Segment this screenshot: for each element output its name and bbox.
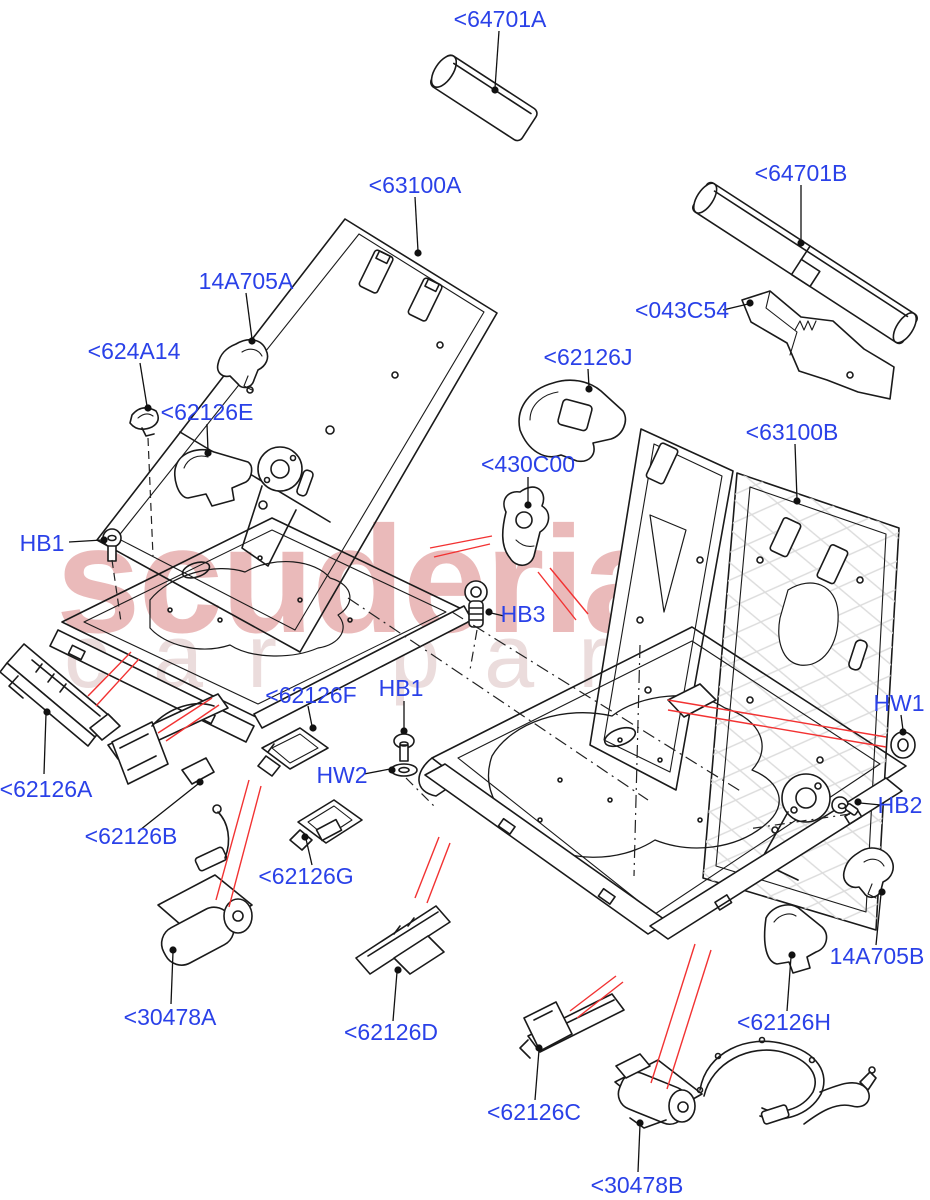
red-locator-lines <box>87 535 887 1090</box>
leader-lines <box>43 30 907 1173</box>
part-label-HB2[interactable]: HB2 <box>877 792 923 818</box>
right-base-rail-left <box>424 763 669 935</box>
part-label-14A705B[interactable]: 14A705B <box>829 943 925 969</box>
part-label-62126C[interactable]: <62126C <box>487 1099 581 1125</box>
part-label-63100B[interactable]: <63100B <box>745 419 839 445</box>
part-label-62126D[interactable]: <62126D <box>344 1019 438 1045</box>
part-62126f-bracket <box>257 727 329 777</box>
watermark-primary: scuderia <box>56 495 667 665</box>
part-label-62126H[interactable]: <62126H <box>737 1009 831 1035</box>
part-14a705a-clamp <box>216 338 269 391</box>
part-label-HB3[interactable]: HB3 <box>500 601 546 627</box>
part-label-HB1-left[interactable]: HB1 <box>19 530 65 556</box>
part-label-62126B[interactable]: <62126B <box>84 823 178 849</box>
part-62126h-cover <box>763 904 828 974</box>
part-hb3-bolt <box>464 580 488 628</box>
part-043c54-bracket <box>741 290 895 400</box>
part-label-62126A[interactable]: <62126A <box>0 776 93 802</box>
part-label-30478B[interactable]: <30478B <box>590 1172 684 1198</box>
part-label-624A14[interactable]: <624A14 <box>87 338 181 364</box>
part-label-62126E[interactable]: <62126E <box>160 399 254 425</box>
part-label-63100A[interactable]: <63100A <box>368 172 462 198</box>
part-hb2-bolt <box>831 796 859 816</box>
part-62126g-bracket <box>289 799 363 851</box>
part-62126j-cover <box>518 379 627 463</box>
part-label-HW1[interactable]: HW1 <box>873 690 925 716</box>
part-624a14-clip <box>129 407 160 437</box>
part-30478a-motor <box>157 804 253 966</box>
part-label-64701A[interactable]: <64701A <box>453 6 547 32</box>
part-64701a-tube <box>430 54 538 142</box>
part-label-043C54[interactable]: <043C54 <box>635 297 729 323</box>
part-label-14A705A[interactable]: 14A705A <box>198 268 294 294</box>
part-30478b-cable-harness <box>696 1036 877 1125</box>
part-label-430C00[interactable]: <430C00 <box>481 451 575 477</box>
part-hw2-washer <box>390 763 418 777</box>
part-63100a-backframe <box>96 218 498 653</box>
part-62126e-cover <box>173 448 253 507</box>
part-label-HW2[interactable]: HW2 <box>316 762 368 788</box>
left-base-rail-right <box>253 605 473 729</box>
part-430c00-latch <box>501 486 550 567</box>
part-hb1-screw-left <box>102 528 122 562</box>
part-64701b-tube <box>692 181 918 345</box>
part-62126d-rail <box>355 905 451 975</box>
part-62126c-rail <box>519 993 625 1059</box>
part-right-base-frame <box>418 626 907 940</box>
part-62126a-rail <box>0 643 121 747</box>
part-14a705b-clamp <box>842 847 894 899</box>
assembly-axis-lines <box>111 437 851 877</box>
part-label-30478A[interactable]: <30478A <box>123 1004 217 1030</box>
right-base-rail-right <box>649 777 903 940</box>
part-hw1-washer <box>890 731 916 759</box>
part-label-62126F[interactable]: <62126F <box>265 682 357 708</box>
part-label-62126J[interactable]: <62126J <box>543 344 633 370</box>
part-30478b-motor <box>614 1053 703 1129</box>
part-label-62126G[interactable]: <62126G <box>258 863 354 889</box>
part-label-HB1-mid[interactable]: HB1 <box>378 675 424 701</box>
part-hb1-screw-mid <box>393 733 415 762</box>
part-label-64701B[interactable]: <64701B <box>754 160 848 186</box>
